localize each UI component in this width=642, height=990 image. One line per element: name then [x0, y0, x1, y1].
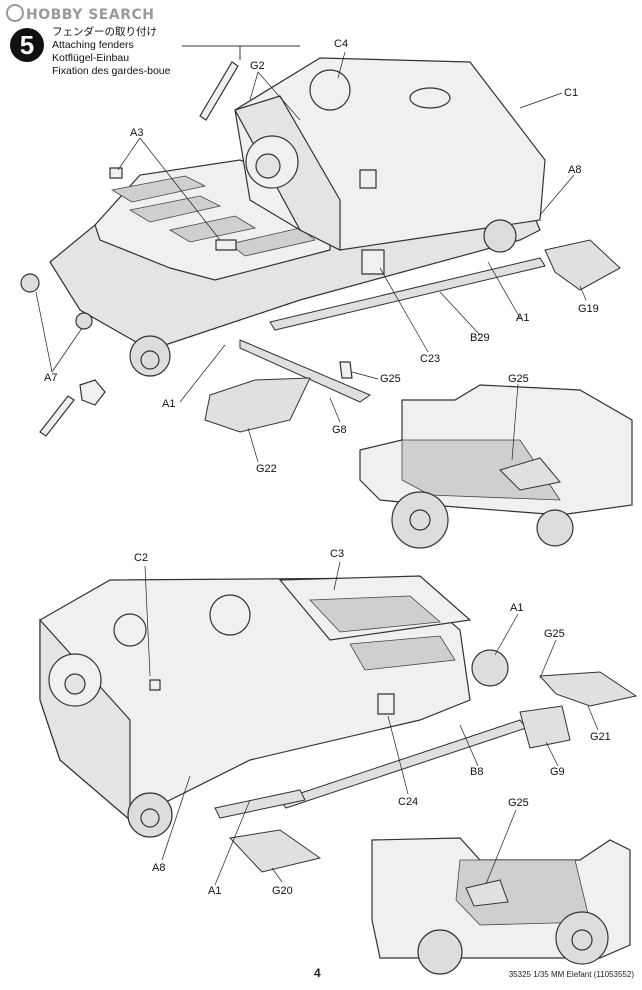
bottom-detail-drawing — [371, 809, 631, 975]
label-a1-bottom-right: A1 — [510, 602, 524, 614]
kit-code: 35325 1/35 MM Elefant (11053552) — [508, 970, 634, 979]
step-title-fr: Fixation des gardes-boue — [52, 65, 171, 77]
label-a1-top-left: A1 — [162, 398, 176, 410]
label-g8: G8 — [332, 424, 347, 436]
logo-icon — [6, 4, 24, 22]
step-number: 5 — [10, 28, 44, 62]
page-number: 4 — [314, 966, 321, 980]
label-a8: A8 — [568, 164, 582, 176]
label-a1-top-right: A1 — [516, 312, 530, 324]
bottom-hull-drawing — [39, 561, 638, 886]
label-g25-top-detail: G25 — [508, 373, 529, 385]
label-c4: C4 — [334, 38, 349, 50]
label-g9: G9 — [550, 766, 565, 778]
label-g21: G21 — [590, 731, 611, 743]
label-a8-bottom: A8 — [152, 862, 166, 874]
label-g19: G19 — [578, 303, 599, 315]
label-c3: C3 — [330, 548, 345, 560]
label-g20: G20 — [272, 885, 293, 897]
step-title-en: Attaching fenders — [52, 39, 134, 51]
label-g25-top: G25 — [380, 373, 401, 385]
label-a7: A7 — [44, 372, 58, 384]
label-g25-bottom-detail: G25 — [508, 797, 529, 809]
top-detail-drawing — [359, 383, 633, 549]
label-g2: G2 — [250, 60, 265, 72]
label-c24: C24 — [398, 796, 419, 808]
label-b29: B29 — [470, 332, 490, 344]
step-title-ja: フェンダーの取り付け — [52, 26, 157, 38]
label-c1: C1 — [564, 87, 579, 99]
label-g22: G22 — [256, 463, 277, 475]
label-g25-bottom: G25 — [544, 628, 565, 640]
label-c2: C2 — [134, 552, 149, 564]
label-a3: A3 — [130, 127, 144, 139]
label-b8: B8 — [470, 766, 484, 778]
step-titles: フェンダーの取り付け Attaching fenders Kotflügel-E… — [52, 26, 171, 78]
label-c23: C23 — [420, 353, 441, 365]
step-title-de: Kotflügel-Einbau — [52, 52, 130, 64]
watermark: HOBBY SEARCH — [6, 4, 154, 23]
top-hull-drawing — [20, 45, 621, 463]
label-a1-bottom-left: A1 — [208, 885, 222, 897]
